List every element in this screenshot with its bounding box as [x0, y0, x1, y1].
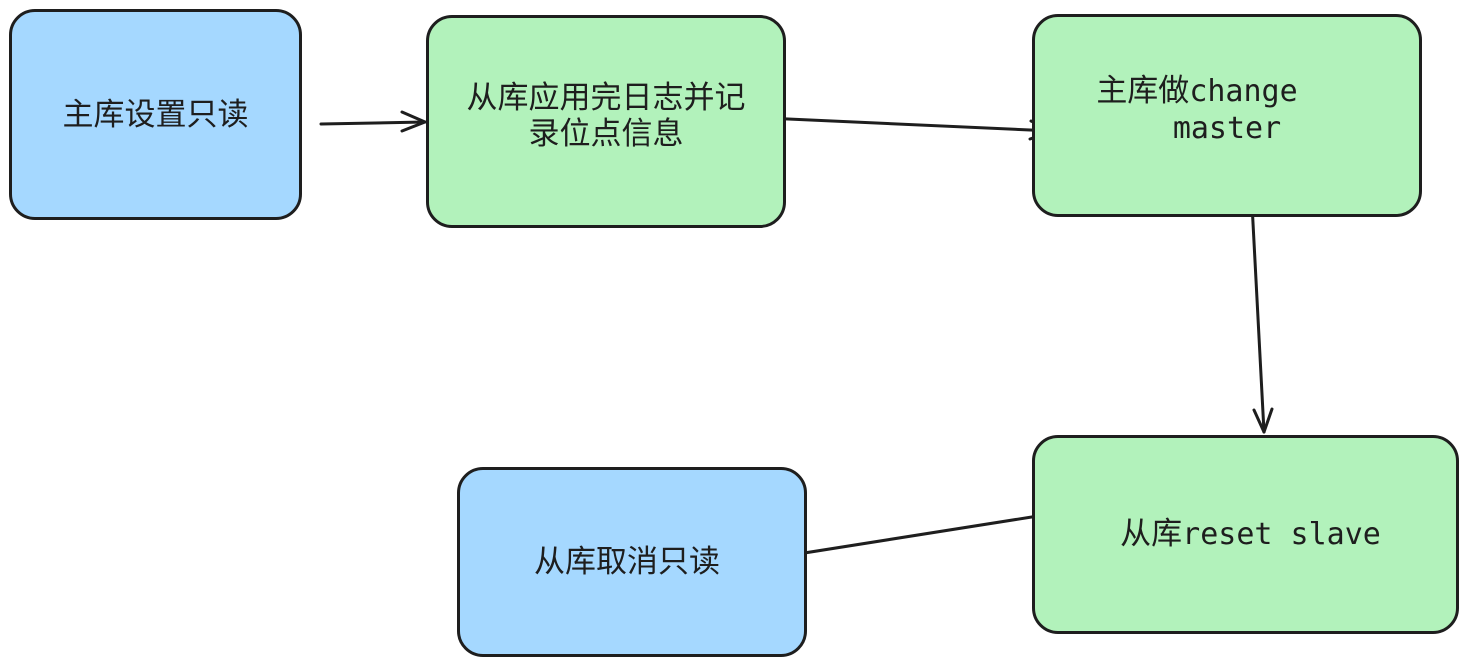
node-label: 主库设置只读 [63, 97, 249, 133]
arrow-2-to-3 [764, 116, 1055, 141]
arrow-3-to-4 [1250, 202, 1274, 434]
node-master-change-master: 主库做change master [1032, 14, 1422, 217]
node-label-mono: reset slave [1182, 517, 1381, 552]
node-slave-reset-slave: 从库reset slave [1032, 435, 1459, 634]
arrow-1-to-2 [319, 110, 427, 133]
node-label-mono: change [1189, 73, 1298, 109]
node-label-line: 录位点信息 [528, 115, 684, 152]
node-label: 主库做change master [1096, 73, 1297, 147]
node-label: 从库取消只读 [534, 544, 720, 580]
node-label-line: 从库应用完日志并记 [466, 79, 746, 116]
node-label-line: 主库设置只读 [62, 96, 249, 133]
node-label-cn: 主库做 [1096, 72, 1190, 109]
node-slave-apply-log-record-position: 从库应用完日志并记 录位点信息 [426, 15, 786, 228]
node-label: 从库应用完日志并记 录位点信息 [467, 80, 746, 152]
node-slave-cancel-readonly: 从库取消只读 [457, 467, 807, 657]
node-label-mono: master [1172, 110, 1282, 146]
node-label-line: 从库取消只读 [534, 544, 720, 580]
node-master-set-readonly: 主库设置只读 [9, 9, 302, 220]
node-label: 从库reset slave [1120, 516, 1381, 553]
node-label-cn: 从库 [1120, 516, 1183, 552]
